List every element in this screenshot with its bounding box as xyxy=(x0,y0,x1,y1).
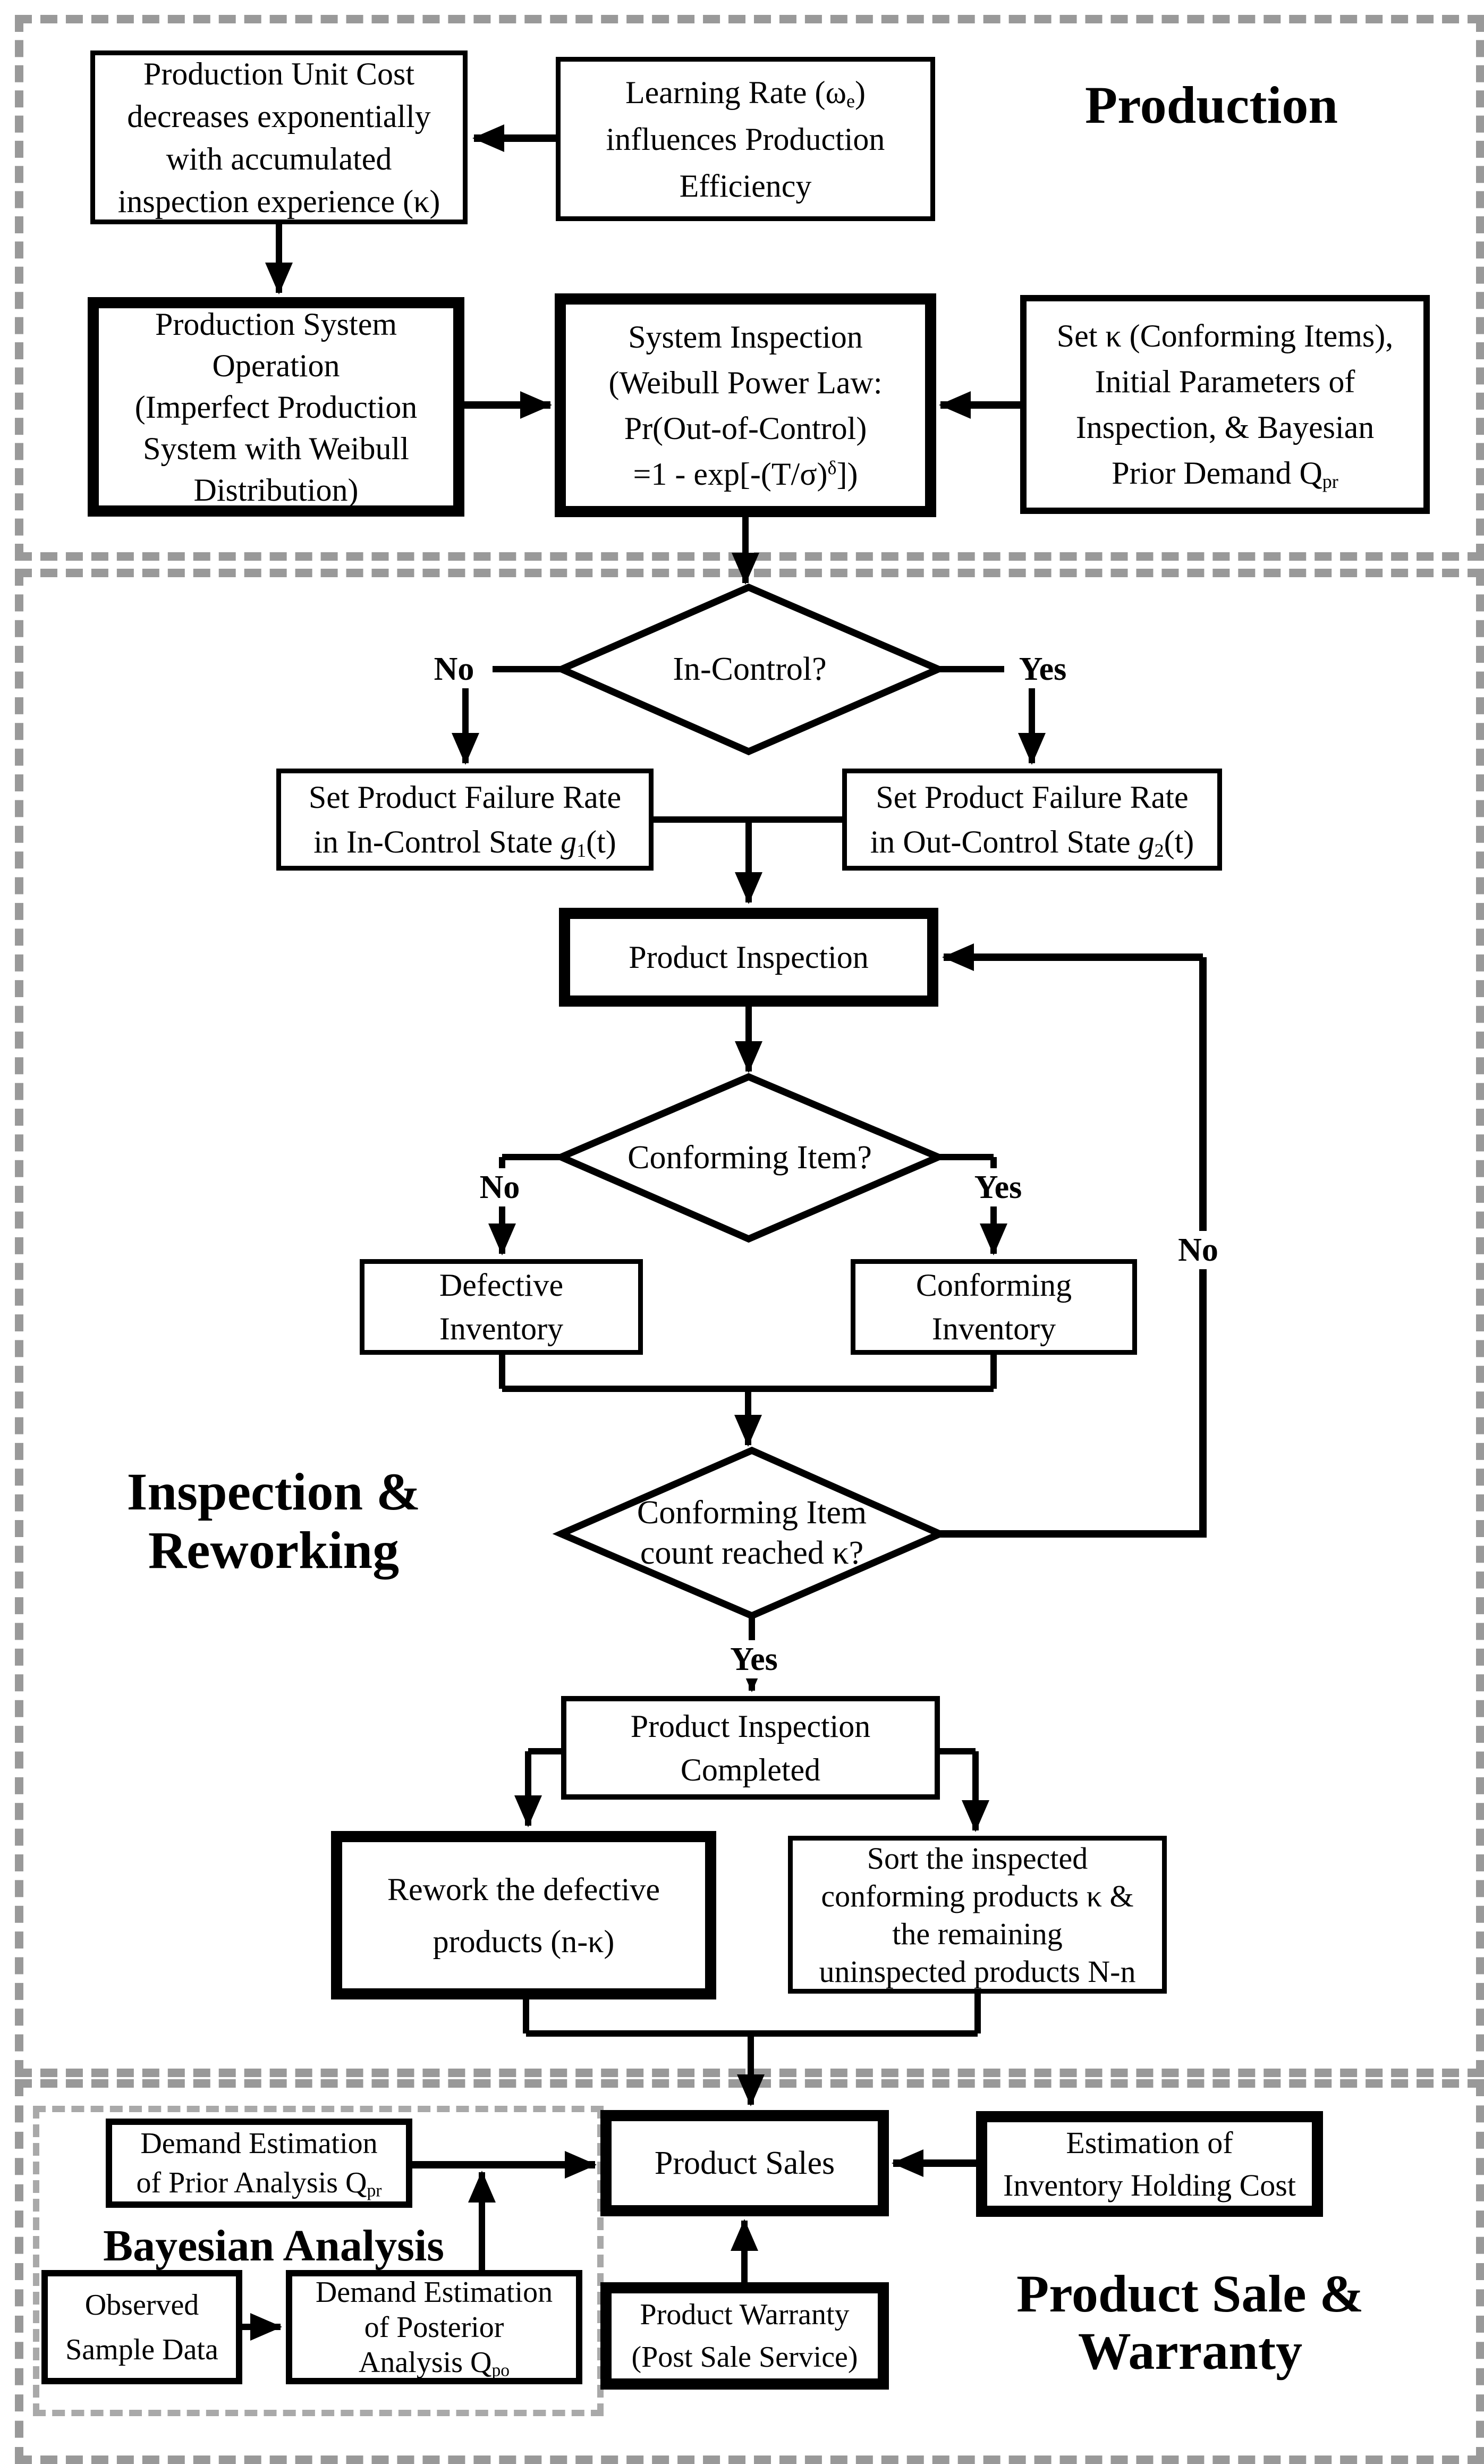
box-line: Set Product Failure Rate xyxy=(308,780,622,815)
box-line: influences Production xyxy=(606,121,885,157)
box-line: Sort the inspected xyxy=(867,1841,1088,1876)
box-line: =1 - exp[-(T/σ)δ]) xyxy=(633,456,858,492)
box-line: uninspected products N-n xyxy=(819,1954,1136,1989)
box-line: Set κ (Conforming Items), xyxy=(1056,318,1394,353)
conforming-no-label: No xyxy=(461,1168,538,1206)
box-line: (Imperfect Production xyxy=(134,389,418,425)
box-line: with accumulated xyxy=(166,141,392,176)
box-line: Product Inspection xyxy=(630,1708,871,1744)
section-title-line: Warranty xyxy=(1078,2322,1303,2381)
box-line: conforming products κ & xyxy=(821,1878,1134,1913)
box-line: Observed xyxy=(84,2288,199,2322)
box-line: Pr(Out-of-Control) xyxy=(624,410,867,446)
conforming-item-label: Conforming Item? xyxy=(627,1140,872,1176)
product-sales-box: Product Sales xyxy=(600,2110,889,2216)
count-reached-label: Conforming Item count reached κ? xyxy=(592,1492,911,1573)
posterior-demand-box: Demand Estimation of Posterior Analysis … xyxy=(286,2270,582,2384)
box-line: Product Warranty xyxy=(640,2298,850,2331)
box-line: of Prior Analysis Qpr xyxy=(136,2166,382,2201)
box-line: in Out-Control State g2(t) xyxy=(870,824,1194,861)
box-line: Completed xyxy=(680,1752,821,1787)
count-reached-diamond xyxy=(552,1446,949,1620)
diamond-line: count reached κ? xyxy=(640,1535,864,1571)
observed-sample-box: Observed Sample Data xyxy=(41,2270,242,2384)
sale-warranty-section-title: Product Sale & Warranty xyxy=(1004,2265,1376,2380)
in-control-label: In-Control? xyxy=(673,651,827,687)
box-line: (Post Sale Service) xyxy=(631,2341,858,2374)
inventory-holding-box: Estimation of Inventory Holding Cost xyxy=(976,2111,1323,2217)
section-title-line: Product Sale & xyxy=(1016,2264,1364,2323)
box-line: Set Product Failure Rate xyxy=(876,780,1189,815)
box-line: Inventory xyxy=(931,1311,1056,1346)
box-line: Estimation of xyxy=(1066,2125,1233,2160)
failure-rate-in-control-box: Set Product Failure Rate in In-Control S… xyxy=(276,769,654,871)
sort-box: Sort the inspected conforming products κ… xyxy=(788,1836,1167,1994)
box-line: Sample Data xyxy=(65,2333,218,2366)
box-line: Inventory Holding Cost xyxy=(1003,2167,1296,2203)
box-line: in In-Control State g1(t) xyxy=(313,824,616,861)
box-line: Inspection, & Bayesian xyxy=(1075,410,1375,445)
diamond-line: Conforming Item xyxy=(637,1495,867,1531)
box-line: System with Weibull xyxy=(143,431,409,466)
in-control-no-label: No xyxy=(415,650,493,688)
box-line: Operation xyxy=(212,348,340,383)
box-line: products (n-κ) xyxy=(433,1923,615,1959)
line-rework-sort-merge xyxy=(523,1994,981,2037)
production-unit-cost-box: Production Unit Cost decreases exponenti… xyxy=(90,50,468,224)
set-parameters-box: Set κ (Conforming Items), Initial Parame… xyxy=(1020,295,1430,514)
production-section-title: Production xyxy=(1085,75,1338,134)
in-control-yes-label: Yes xyxy=(1004,650,1081,688)
box-line: Initial Parameters of xyxy=(1095,364,1355,399)
production-system-operation-box: Production System Operation (Imperfect P… xyxy=(88,297,464,517)
product-inspection-box: Product Inspection xyxy=(559,908,938,1007)
box-line: Defective xyxy=(439,1268,564,1303)
box-line: Demand Estimation xyxy=(315,2275,553,2309)
box-line: decreases exponentially xyxy=(127,98,431,134)
box-line: Inventory xyxy=(439,1311,564,1346)
inspection-reworking-section-title: Inspection & Reworking xyxy=(85,1463,462,1580)
rework-box: Rework the defective products (n-κ) xyxy=(331,1831,716,1999)
loop-no-label: No xyxy=(1158,1231,1238,1269)
section-title-line: Reworking xyxy=(148,1521,400,1580)
line-no-feedback-loop xyxy=(940,957,1207,1538)
box-line: the remaining xyxy=(892,1916,1063,1951)
box-line: Conforming xyxy=(915,1268,1072,1303)
box-line: Production Unit Cost xyxy=(143,56,415,91)
box-line: (Weibull Power Law: xyxy=(608,365,883,400)
bayesian-section-title: Bayesian Analysis xyxy=(103,2221,444,2271)
learning-rate-box: Learning Rate (ωe) influences Production… xyxy=(556,57,935,221)
section-title-line: Inspection & xyxy=(126,1462,421,1521)
box-line: Demand Estimation xyxy=(140,2127,378,2160)
box-line: System Inspection xyxy=(628,319,863,355)
box-line: Learning Rate (ωe) xyxy=(625,74,866,112)
defective-inventory-box: Defective Inventory xyxy=(360,1259,643,1355)
box-line: Analysis Qpo xyxy=(358,2345,510,2380)
inspection-completed-box: Product Inspection Completed xyxy=(561,1696,940,1800)
failure-rate-out-control-box: Set Product Failure Rate in Out-Control … xyxy=(842,769,1222,871)
conforming-inventory-box: Conforming Inventory xyxy=(851,1259,1137,1355)
production-section-border xyxy=(15,15,1484,561)
conforming-item-diamond xyxy=(552,1073,947,1243)
box-line: Efficiency xyxy=(679,168,812,204)
box-line: Rework the defective xyxy=(387,1871,660,1907)
conforming-yes-label: Yes xyxy=(960,1168,1037,1206)
prior-demand-box: Demand Estimation of Prior Analysis Qpr xyxy=(106,2119,412,2208)
box-line: Prior Demand Qpr xyxy=(1112,455,1338,492)
in-control-diamond xyxy=(553,583,947,756)
system-inspection-box: System Inspection (Weibull Power Law: Pr… xyxy=(555,293,936,517)
box-line: Distribution) xyxy=(193,472,359,508)
box-line: Production System xyxy=(155,306,397,342)
count-yes-label: Yes xyxy=(714,1640,794,1678)
product-warranty-box: Product Warranty (Post Sale Service) xyxy=(600,2282,889,2390)
box-line: of Posterior xyxy=(364,2310,504,2344)
box-line: inspection experience (κ) xyxy=(117,183,440,219)
line-inventory-merge xyxy=(499,1355,997,1392)
